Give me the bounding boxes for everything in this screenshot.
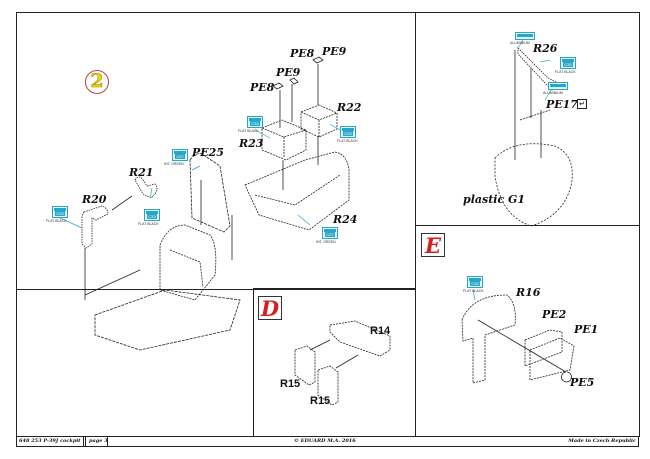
r20-part <box>81 205 109 249</box>
paint-name-pe25: INT. GREEN <box>164 162 184 166</box>
paint-name-r21: FLAT BLACK <box>138 222 159 226</box>
label-r21: R21 <box>129 166 154 179</box>
pe1-part <box>529 337 575 381</box>
paint-box-r23: C33 <box>247 116 263 128</box>
paint-box-r21: C33 <box>144 209 160 221</box>
label-pe2: PE2 <box>542 308 567 321</box>
footer-origin: Made in Czech Republic <box>568 438 636 444</box>
r15b-part <box>317 365 339 406</box>
plastic-g1-part <box>494 143 573 227</box>
r24-part <box>244 151 350 231</box>
pe17-part <box>519 109 551 121</box>
paint-name-r16: FLAT BLACK <box>463 289 484 293</box>
pe9-mid-part <box>289 77 299 85</box>
footer-copyright: © EDUARD M.A. 2016 <box>294 438 356 444</box>
paint-box-r22: C33 <box>340 126 356 138</box>
paint-name-r22: FLAT BLACK <box>337 139 358 143</box>
paint-name-r20: FLAT BLACK <box>46 219 67 223</box>
section-d-letter: D <box>258 296 282 320</box>
r22-part <box>300 104 338 138</box>
r26-part <box>517 47 557 91</box>
pe2-part <box>524 329 563 367</box>
label-r15-a: R15 <box>280 378 301 390</box>
pe8-top-part <box>312 56 324 64</box>
label-r26: R26 <box>533 42 558 55</box>
footer-page: page 3 <box>89 438 108 444</box>
label-pe8-top: PE8 <box>290 47 315 60</box>
label-r15-b: R15 <box>310 395 331 407</box>
label-pe1: PE1 <box>574 323 599 336</box>
label-pe9-mid: PE9 <box>276 66 301 79</box>
paint-name-aluminium-2: ALUMINIUM <box>543 91 563 95</box>
floor-part <box>94 289 241 351</box>
paint-name-r26: FLAT BLACK <box>555 70 576 74</box>
label-pe8-mid: PE8 <box>250 81 275 94</box>
label-r20: R20 <box>82 193 107 206</box>
r14-part <box>329 320 391 357</box>
r23-part <box>261 119 307 161</box>
label-pe5: PE5 <box>570 376 595 389</box>
section-e-letter: E <box>421 233 445 257</box>
paint-box-pe25: C27 <box>172 149 188 161</box>
footer-bar: 648 253 P-39J cockpit page 3 © EDUARD M.… <box>16 436 639 447</box>
r16-part <box>461 294 516 384</box>
label-plastic-g1: plastic G1 <box>463 193 526 206</box>
paint-name-r24: INT. GREEN <box>316 240 336 244</box>
paint-box-r24: C27 <box>322 227 338 239</box>
label-r16: R16 <box>516 286 541 299</box>
paint-box-r16: C33 <box>467 276 483 288</box>
footer-kit: 648 253 P-39J cockpit <box>19 438 81 444</box>
label-r22: R22 <box>337 101 362 114</box>
r15a-part <box>294 345 316 386</box>
label-r23: R23 <box>239 137 264 150</box>
paint-box-aluminium-2 <box>548 82 568 90</box>
paint-name-aluminium-1: ALUMINIUM <box>510 41 530 45</box>
label-r14: R14 <box>370 325 391 337</box>
seat-part <box>159 224 217 301</box>
label-pe9-top: PE9 <box>322 45 347 58</box>
pe8-mid-part <box>272 82 284 90</box>
label-r24: R24 <box>333 213 358 226</box>
paint-box-aluminium-1 <box>515 32 535 40</box>
paint-name-r23: FLAT BLACK <box>238 129 259 133</box>
paint-box-r20: C33 <box>52 206 68 218</box>
paint-box-r26: C33 <box>560 57 576 69</box>
pe25-part <box>189 153 231 233</box>
bend-symbol-icon: ↵ <box>577 99 587 109</box>
label-pe17: PE17 <box>546 98 578 111</box>
step-number-badge: 2 <box>85 70 109 94</box>
pe5-part <box>561 371 572 383</box>
label-pe25: PE25 <box>192 146 224 159</box>
r21-part <box>134 176 158 199</box>
